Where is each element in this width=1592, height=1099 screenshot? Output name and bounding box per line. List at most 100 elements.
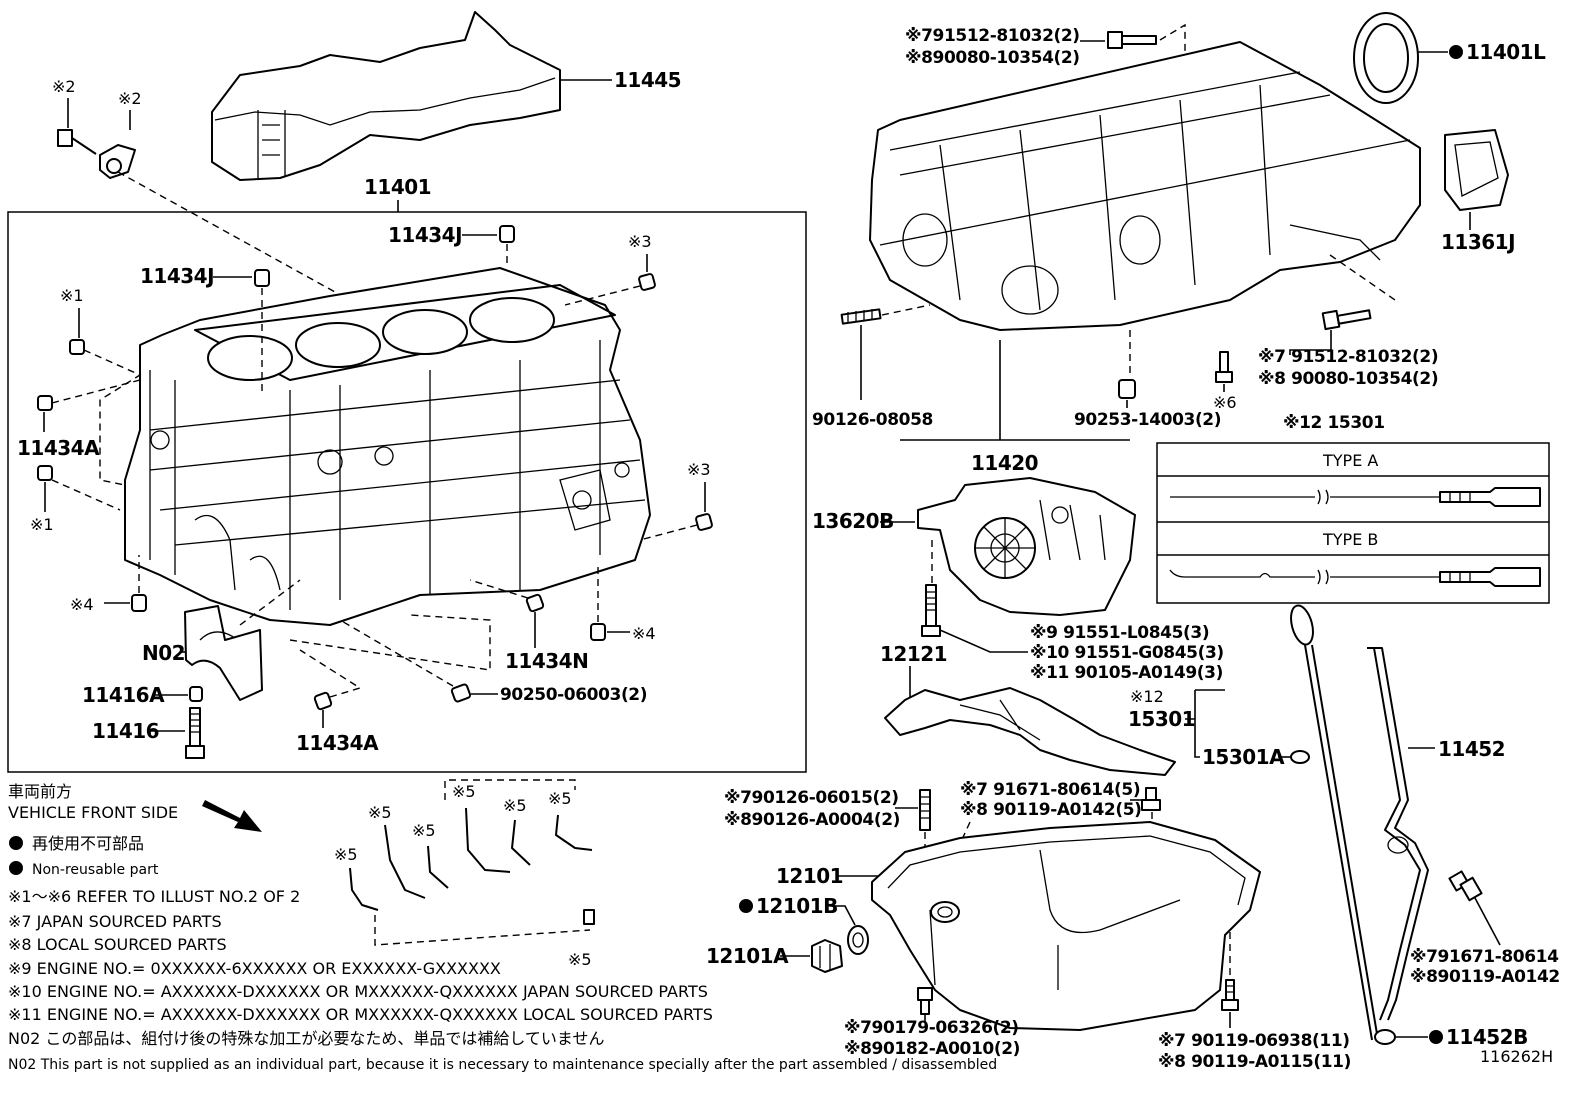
- oil-pan-12101-drawing: [871, 821, 1261, 1031]
- bearing-cap-bolt-11416: [185, 707, 205, 759]
- part-11445-label: 11445: [614, 68, 681, 92]
- o-ring-15301A: [1290, 750, 1310, 764]
- oil-jet-group: ※5 ※5 ※5 ※5 ※5 ※5 ※5: [334, 779, 595, 969]
- nut-label-8: ※8 90119-A0142(5): [960, 800, 1142, 820]
- dowel-pin-ref4-right: [590, 623, 606, 641]
- o-ring-11452B: [1374, 1029, 1396, 1045]
- cylinder-block-group-frame: [7, 211, 807, 773]
- crankcase-11420-drawing: [869, 41, 1421, 331]
- dowel-pin-11434N: [525, 593, 545, 613]
- part-15301-label: 15301: [1128, 707, 1195, 731]
- stud-90126-06015-drawing: [919, 789, 931, 831]
- ref-2-label-b: ※2: [118, 89, 142, 108]
- part-11420-label: 11420: [971, 451, 1038, 475]
- oil-pump-bolt-label-11: ※11 90105-A0149(3): [1030, 663, 1223, 683]
- stud-90126-08058-drawing: [840, 308, 882, 325]
- side-bolt-label-7: ※791671-80614: [1410, 947, 1559, 967]
- part-90253-label: 90253-14003(2): [1074, 410, 1221, 430]
- bearing-cap-washer-11416A: [189, 686, 203, 702]
- dowel-pin-11434J-left: [254, 269, 270, 287]
- baffle-plate-12121-drawing: [884, 687, 1176, 776]
- pan-bolt-drawing: [1221, 979, 1239, 1011]
- stud-label-7: ※790126-06015(2): [724, 788, 899, 808]
- ref-4-label-b: ※4: [632, 624, 656, 643]
- legend-nonreuse-en: Non-reusable part: [32, 862, 159, 878]
- legend-note-n02-en: N02 This part is not supplied as an indi…: [8, 1057, 997, 1073]
- oil-pump-13620B-drawing: [917, 477, 1136, 616]
- non-reusable-dot-12101B: [739, 899, 753, 913]
- ref-12-label: ※12: [1130, 687, 1164, 706]
- drain-bolt-label-8: ※890182-A0010(2): [844, 1039, 1020, 1059]
- legend-front-en: VEHICLE FRONT SIDE: [8, 803, 178, 822]
- ref-3-label-a: ※3: [628, 232, 652, 251]
- cover-11361J-drawing: [1444, 129, 1509, 211]
- ref-6-label: ※6: [1213, 393, 1237, 412]
- insulator-11445-drawing: [211, 11, 561, 181]
- ref-1-label-b: ※1: [30, 515, 54, 534]
- stud-label-8: ※890126-A0004(2): [724, 810, 900, 830]
- guide-tube-11452-drawing: [1367, 647, 1429, 1021]
- part-11434N-label: 11434N: [505, 649, 588, 673]
- part-12101A-label: 12101A: [706, 944, 789, 968]
- part-11434A-label-left: 11434A: [17, 436, 100, 460]
- part-90250-label: 90250-06003(2): [500, 685, 647, 705]
- pan-bolt-label-8: ※8 90119-A0115(11): [1158, 1052, 1351, 1072]
- bearing-cap-N02-drawing: [184, 605, 263, 701]
- oil-seal-11401L-drawing: [1353, 12, 1419, 104]
- part-11452-label: 11452: [1438, 737, 1505, 761]
- part-11401L-label: 11401L: [1466, 40, 1546, 64]
- legend-note-7: ※7 JAPAN SOURCED PARTS: [8, 912, 222, 931]
- oil-pump-bolt-label-9: ※9 91551-L0845(3): [1030, 623, 1209, 643]
- dowel-pin-90250: [450, 683, 472, 703]
- gauge-type-b-drawing: [1169, 567, 1541, 587]
- legend-nonreuse-jp: 再使用不可部品: [32, 834, 144, 853]
- side-bolt-label-8: ※890119-A0142: [1410, 967, 1560, 987]
- right-bolt-label-7: ※7 91512-81032(2): [1258, 347, 1438, 367]
- type-a-label: TYPE A: [1322, 451, 1378, 470]
- oil-pump-bolt-label-10: ※10 91551-G0845(3): [1030, 643, 1224, 663]
- legend-note-10: ※10 ENGINE NO.= AXXXXXX-DXXXXXX OR MXXXX…: [8, 982, 708, 1001]
- drain-plug-12101A-drawing: [811, 939, 843, 973]
- ref-1-label-a: ※1: [60, 286, 84, 305]
- dowel-pin-11434A-left: [37, 395, 53, 411]
- ref-5-label-7: ※5: [568, 950, 592, 969]
- front-direction-arrow-icon: [202, 800, 262, 832]
- non-reusable-dot-icon: [9, 836, 23, 850]
- gauge-type-a-drawing: [1170, 487, 1541, 507]
- legend-note-8: ※8 LOCAL SOURCED PARTS: [8, 935, 227, 954]
- part-11416A-label: 11416A: [82, 683, 165, 707]
- oil-pump-bolt-drawing: [921, 584, 941, 637]
- dowel-pin-11434J-top: [499, 225, 515, 243]
- part-15301A-label: 15301A: [1202, 745, 1285, 769]
- ref-5-label-2: ※5: [368, 803, 392, 822]
- drain-gasket-12101B: [847, 925, 869, 955]
- pan-drain-bolt-drawing: [917, 987, 933, 1015]
- bolt-ref6-drawing: [1215, 351, 1233, 383]
- ref-2-label-a: ※2: [52, 77, 76, 96]
- part-11401-label: 11401: [364, 175, 431, 199]
- part-11434J-label-top: 11434J: [388, 223, 462, 247]
- top-bolt-label-8: ※890080-10354(2): [905, 48, 1080, 68]
- dowel-pin-ref4-left: [131, 594, 147, 612]
- gauge-title-label: ※12 15301: [1283, 413, 1385, 433]
- part-13620B-label: 13620B: [812, 509, 894, 533]
- legend-note-11: ※11 ENGINE NO.= AXXXXXX-DXXXXXX OR MXXXX…: [8, 1005, 713, 1024]
- ref-4-label-a: ※4: [70, 595, 94, 614]
- part-N02-label: N02: [142, 641, 185, 665]
- dipstick-15301-drawing: [1290, 604, 1379, 1041]
- dowel-pin-90253: [1118, 379, 1136, 399]
- pan-bolt-label-7: ※7 90119-06938(11): [1158, 1031, 1350, 1051]
- top-bolt-drawing: [1107, 31, 1157, 49]
- part-11434J-label-left: 11434J: [140, 264, 214, 288]
- ref-5-label-3: ※5: [412, 821, 436, 840]
- part-12101B-label: 12101B: [756, 894, 838, 918]
- ref-3-label-b: ※3: [687, 460, 711, 479]
- part-12101-label: 12101: [776, 864, 843, 888]
- top-bolt-label-7: ※791512-81032(2): [905, 26, 1080, 46]
- diagram-id: 116262H: [1480, 1047, 1553, 1066]
- legend-note-n02-jp: N02 この部品は、組付け後の特殊な加工が必要なため、単品では補給していません: [8, 1029, 604, 1048]
- ref-5-label-4: ※5: [452, 782, 476, 801]
- non-reusable-dot-11452B: [1429, 1030, 1443, 1044]
- dowel-pin-ref1-top: [69, 339, 85, 355]
- oil-level-gauge-table: [1156, 442, 1550, 604]
